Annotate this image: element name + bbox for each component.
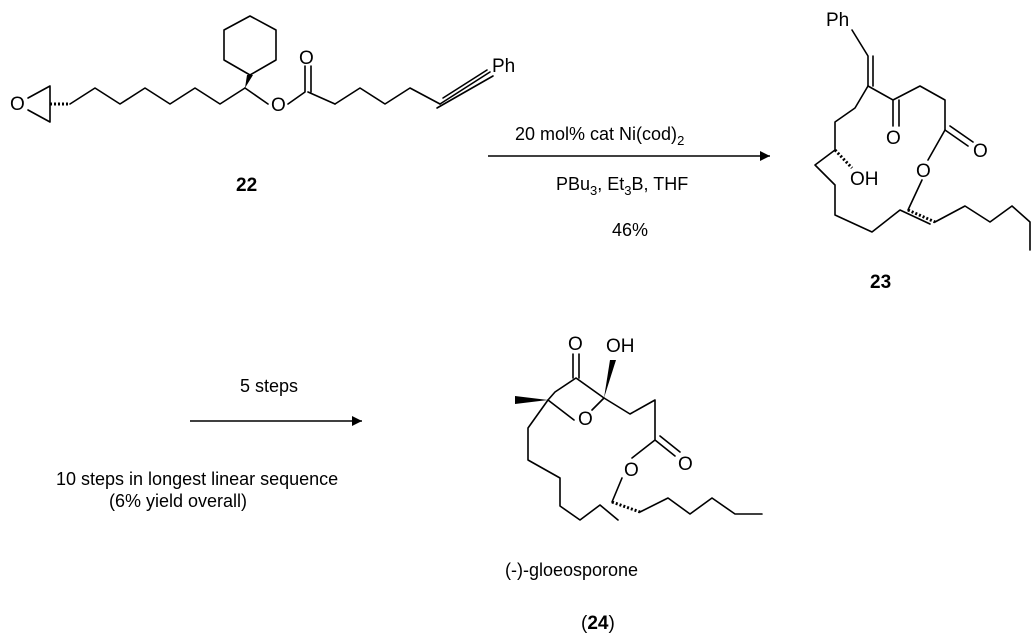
compound-number-22: 22: [236, 175, 257, 196]
ketone-oxygen-23: O: [886, 128, 901, 149]
ketone-double-bond-24: [572, 353, 580, 379]
cyclohexyl-ring: [223, 15, 277, 76]
ester-oxygen: O: [271, 95, 286, 116]
compound-number-24: (24): [581, 613, 615, 634]
phenyl-label-22: Ph: [492, 56, 515, 77]
benzylidene-double-bond: [851, 29, 874, 87]
pentyl-chain-23: [934, 205, 1031, 251]
lactone-ring-oxygen-24: O: [624, 460, 639, 481]
chain-to-alkyne: [334, 87, 441, 105]
hydroxyl-wedge-24: [604, 360, 616, 398]
pentyl-hash-bond-24: [611, 500, 641, 514]
epoxide-ring: [27, 85, 51, 123]
overall-yield-note: (6% yield overall): [109, 491, 247, 511]
ketone-oxygen-24: O: [568, 334, 583, 355]
phenyl-label-23: Ph: [826, 10, 849, 31]
compound-name-24: (-)-gloeosporone: [505, 560, 638, 580]
lactone-carbonyl-oxygen-23: O: [973, 141, 988, 162]
reaction-arrow-2-head: [352, 416, 362, 426]
ring-oxygen-24: O: [578, 409, 593, 430]
stereo-wedge-22: [245, 75, 253, 88]
ester-carbonyl-oxygen: O: [299, 48, 314, 69]
linear-sequence-note: 10 steps in longest linear sequence: [56, 469, 338, 489]
ester-linkage-22: [244, 65, 336, 105]
epoxide-oxygen: O: [10, 94, 25, 115]
macrocycle-23-backbone: [814, 85, 931, 233]
macrocycle-24-backbone: [527, 399, 619, 521]
hydroxyl-hash-bond-23: [833, 148, 854, 170]
yield-label: 46%: [612, 220, 648, 240]
ester-to-carbinol-23: [907, 179, 923, 211]
reagents-label: PBu3, Et3B, THF: [556, 174, 688, 198]
pentyl-hash-bond-23: [907, 208, 936, 224]
alkyl-chain-22: [69, 87, 246, 105]
compound-number-23: 23: [870, 272, 891, 293]
hydroxyl-label-24: OH: [606, 336, 635, 357]
alkyne-triple-bond: [436, 69, 494, 109]
ester-to-carbinol-24: [611, 477, 623, 503]
compound-22-structure: O O O Ph: [10, 15, 515, 123]
hydroxyl-label-23: OH: [850, 169, 879, 190]
lactone-ring-oxygen-23: O: [916, 161, 931, 182]
catalyst-label: 20 mol% cat Ni(cod)2: [515, 124, 684, 148]
pentyl-chain-24: [639, 497, 763, 515]
lactone-23: [927, 125, 974, 161]
compound-24-structure: O O OH O O: [515, 334, 763, 521]
steps-label: 5 steps: [240, 376, 298, 396]
reaction-arrow-1-head: [760, 151, 770, 161]
tetrahydrofuran-ring-24: [547, 377, 605, 421]
methyl-wedge-24: [515, 396, 548, 404]
lactone-carbonyl-oxygen-24: O: [678, 454, 693, 475]
ketone-23: [867, 85, 946, 131]
lactone-24: [603, 397, 681, 459]
compound-23-structure: Ph O O O OH: [814, 10, 1031, 251]
